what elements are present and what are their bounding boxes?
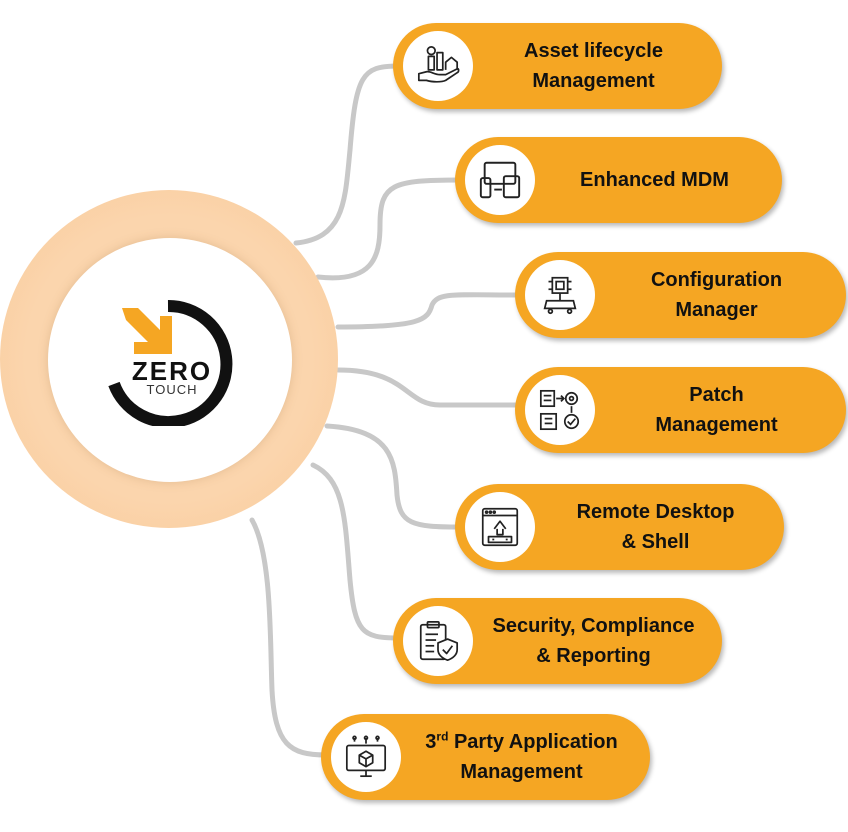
logo-zero-text: ZERO: [131, 356, 213, 386]
module-icon-badge: [525, 260, 595, 330]
connector-security-compliance: [310, 462, 401, 641]
module-configuration-manager[interactable]: Configuration Manager: [515, 252, 846, 338]
connector-remote-desktop: [324, 423, 463, 530]
module-label-line2: & Reporting: [536, 645, 651, 667]
module-label: Asset lifecycle Management: [479, 23, 708, 109]
module-label-line1: Security, Compliance: [492, 615, 695, 637]
clipboard-shield-icon: [419, 620, 459, 662]
connector-configuration-manager: [335, 292, 523, 330]
module-label-line1: Asset lifecycle: [524, 40, 663, 62]
module-label-line2: & Shell: [621, 531, 690, 553]
module-icon-badge: [331, 722, 401, 792]
module-icon-badge: [525, 375, 595, 445]
module-third-party-application[interactable]: 3rd Party Application Management: [321, 714, 650, 800]
module-security-compliance[interactable]: Security, Compliance & Reporting: [393, 598, 722, 684]
remote-code-icon: [481, 507, 519, 547]
hub-center: [48, 238, 292, 482]
label-prefix: 3: [425, 731, 437, 753]
module-label-line2: Management: [655, 414, 778, 436]
module-label-line2: Management: [460, 761, 583, 783]
hand-money-icon: [417, 45, 460, 83]
module-label: Remote Desktop & Shell: [541, 484, 770, 570]
monitor-box-icon: [345, 735, 387, 778]
module-label-line1: Configuration: [650, 269, 783, 291]
module-label: 3rd Party Application Management: [407, 714, 636, 800]
module-icon-badge: [465, 145, 535, 215]
module-label: Security, Compliance & Reporting: [479, 598, 708, 684]
module-label: Patch Management: [601, 367, 832, 453]
module-label-line1: Patch: [689, 384, 744, 406]
chip-config-icon: [543, 276, 577, 315]
module-patch-management[interactable]: Patch Management: [515, 367, 846, 453]
module-label: Enhanced MDM: [541, 137, 768, 223]
devices-icon: [479, 161, 521, 199]
module-asset-lifecycle[interactable]: Asset lifecycle Management: [393, 23, 722, 109]
module-label-line2: Management: [532, 70, 655, 92]
module-label-line2: Manager: [675, 299, 758, 321]
connector-asset-lifecycle: [293, 63, 401, 246]
module-label: Configuration Manager: [601, 252, 832, 338]
label-superscript: rd: [436, 729, 449, 744]
label-rest: Party Application: [448, 731, 618, 753]
connector-patch-management: [335, 367, 523, 408]
patch-workflow-icon: [539, 389, 580, 431]
connector-third-party: [249, 517, 329, 758]
module-icon-badge: [403, 606, 473, 676]
module-label-line1: 3rd Party Application: [425, 727, 617, 757]
module-label-line1: Enhanced MDM: [580, 169, 729, 191]
module-icon-badge: [465, 492, 535, 562]
module-enhanced-mdm[interactable]: Enhanced MDM: [455, 137, 782, 223]
module-remote-desktop-shell[interactable]: Remote Desktop & Shell: [455, 484, 784, 570]
module-label-line1: Remote Desktop: [576, 501, 735, 523]
connector-enhanced-mdm: [315, 177, 463, 281]
module-icon-badge: [403, 31, 473, 101]
logo-touch-text: TOUCH: [146, 382, 198, 397]
zero-touch-logo-icon: [108, 299, 233, 426]
